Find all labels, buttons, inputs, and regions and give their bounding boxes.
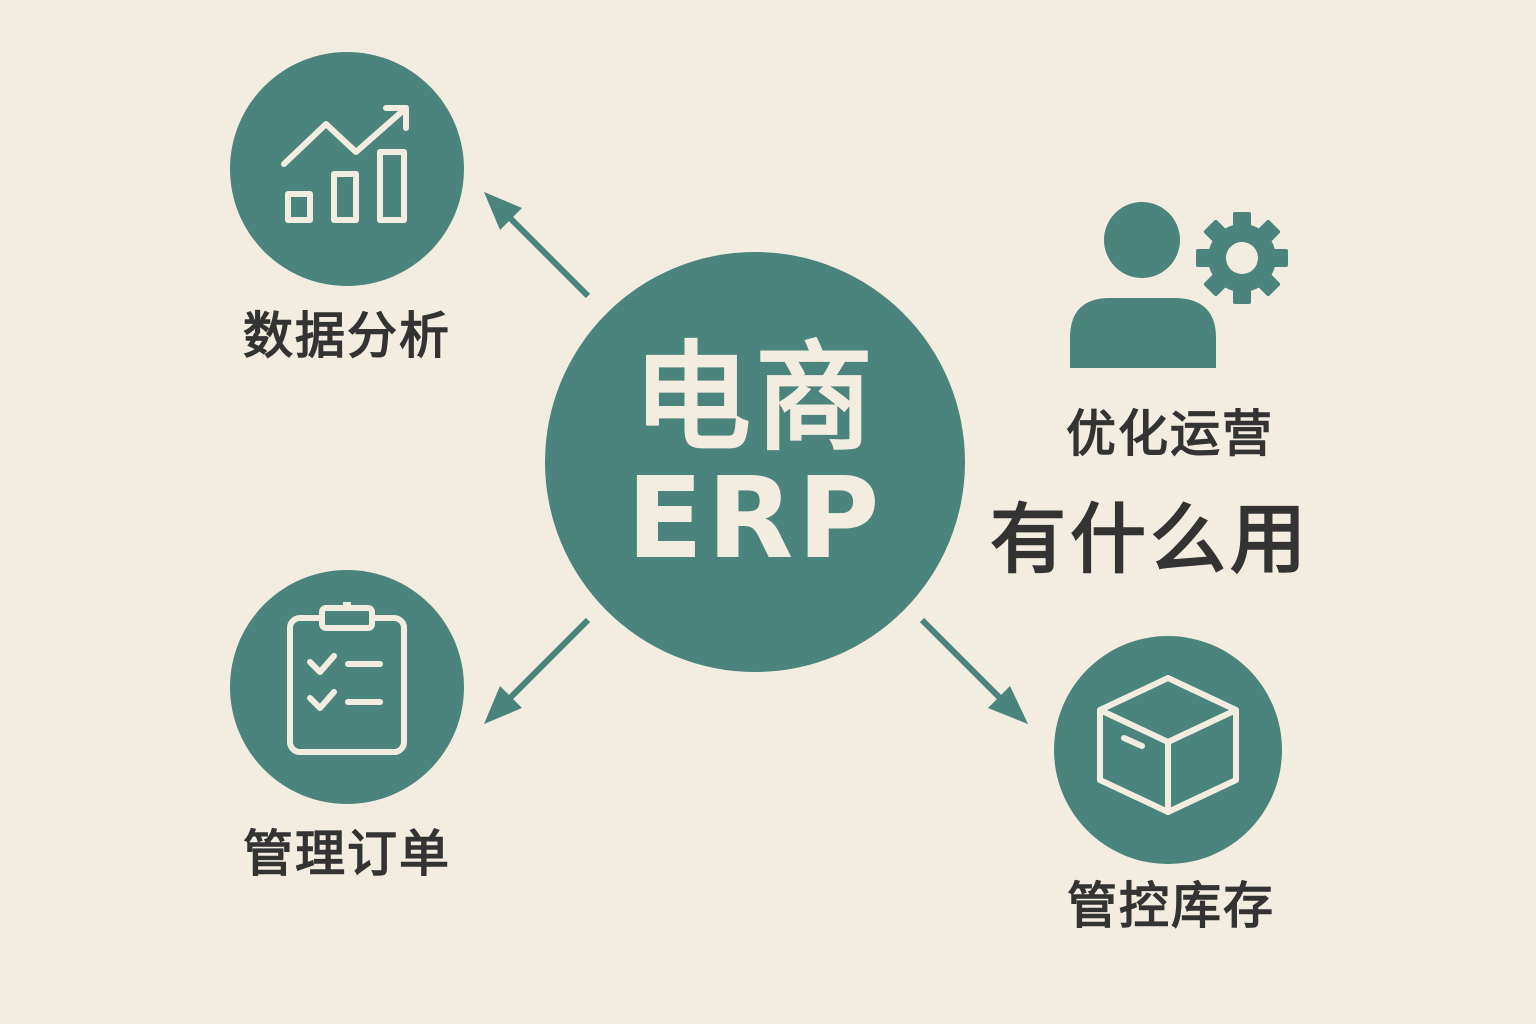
box-icon: [1097, 675, 1239, 815]
clipboard-checklist-icon: [287, 602, 407, 755]
inventory-label: 管控库存: [1067, 877, 1275, 935]
inventory-circle: [1054, 636, 1282, 864]
center-subtitle: ERP: [626, 454, 884, 584]
user-gear-icon: [1070, 202, 1288, 368]
arrow-to-orders: [484, 617, 591, 724]
center-circle: 电商 ERP: [545, 252, 965, 672]
operations-label: 优化运营: [1066, 405, 1274, 463]
center-title: 电商: [632, 329, 877, 467]
analytics-circle: [230, 52, 464, 286]
bar-chart-trend-icon: [281, 105, 409, 223]
orders-circle: [230, 570, 464, 804]
arrow-to-inventory: [919, 617, 1028, 724]
arrow-to-analytics: [484, 192, 591, 299]
orders-label: 管理订单: [243, 825, 451, 883]
question-text: 有什么用: [990, 495, 1310, 584]
analytics-label: 数据分析: [243, 307, 451, 365]
